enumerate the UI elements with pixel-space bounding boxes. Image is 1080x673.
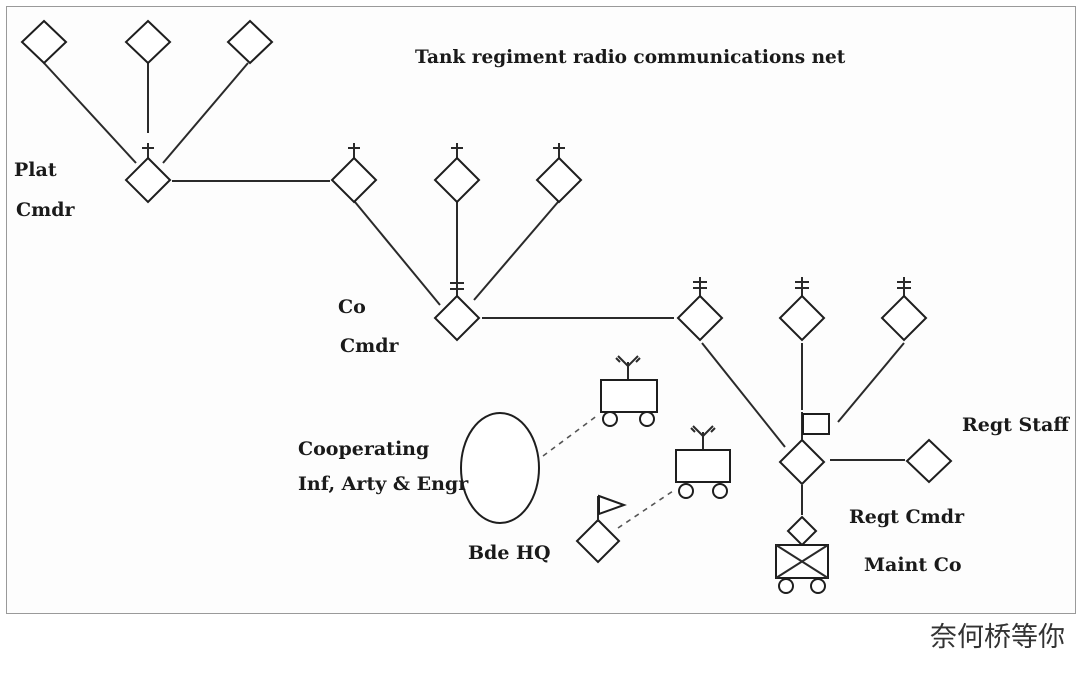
label-bde-hq: Bde HQ [468, 542, 551, 564]
bde-hq-station [575, 518, 621, 564]
connection-lines [43, 62, 905, 515]
platoon-station [20, 19, 68, 65]
platoon-station [226, 19, 274, 65]
label-plat-cmdr: Cmdr [16, 199, 76, 221]
co-cmdr-station [433, 294, 481, 342]
label-plat: Plat [14, 159, 57, 181]
label-inf-arty-engr: Inf, Arty & Engr [298, 473, 469, 495]
cooperating-units-ellipse [460, 412, 540, 524]
station-diamonds [20, 19, 953, 564]
regt-cmdr-station [778, 438, 826, 486]
company-station [330, 156, 378, 204]
radio-vehicle-icon [675, 425, 731, 499]
label-regt-staff: Regt Staff [962, 414, 1070, 436]
regt-cmdr-flag [801, 412, 830, 440]
diagram-title: Tank regiment radio communications net [415, 47, 846, 68]
dashed-links [542, 414, 677, 529]
company-station [535, 156, 583, 204]
label-regt-cmdr: Regt Cmdr [849, 506, 965, 528]
regiment-station [880, 294, 928, 342]
plat-cmdr-station [124, 156, 172, 204]
label-co-cmdr: Cmdr [340, 335, 400, 357]
maint-station [786, 515, 818, 547]
bde-hq-flag [597, 494, 627, 522]
maint-vehicle-icon [775, 544, 829, 594]
regiment-station [676, 294, 724, 342]
company-station [433, 156, 481, 204]
watermark: 奈何桥等你 [930, 622, 1065, 653]
label-co: Co [338, 296, 366, 318]
radio-vehicle-icon [600, 355, 658, 427]
antenna-marks [142, 143, 911, 296]
label-cooperating: Cooperating [298, 438, 429, 460]
regiment-station [778, 294, 826, 342]
label-maint-co: Maint Co [864, 554, 962, 576]
regt-staff-station [905, 438, 953, 484]
platoon-station [124, 19, 172, 65]
